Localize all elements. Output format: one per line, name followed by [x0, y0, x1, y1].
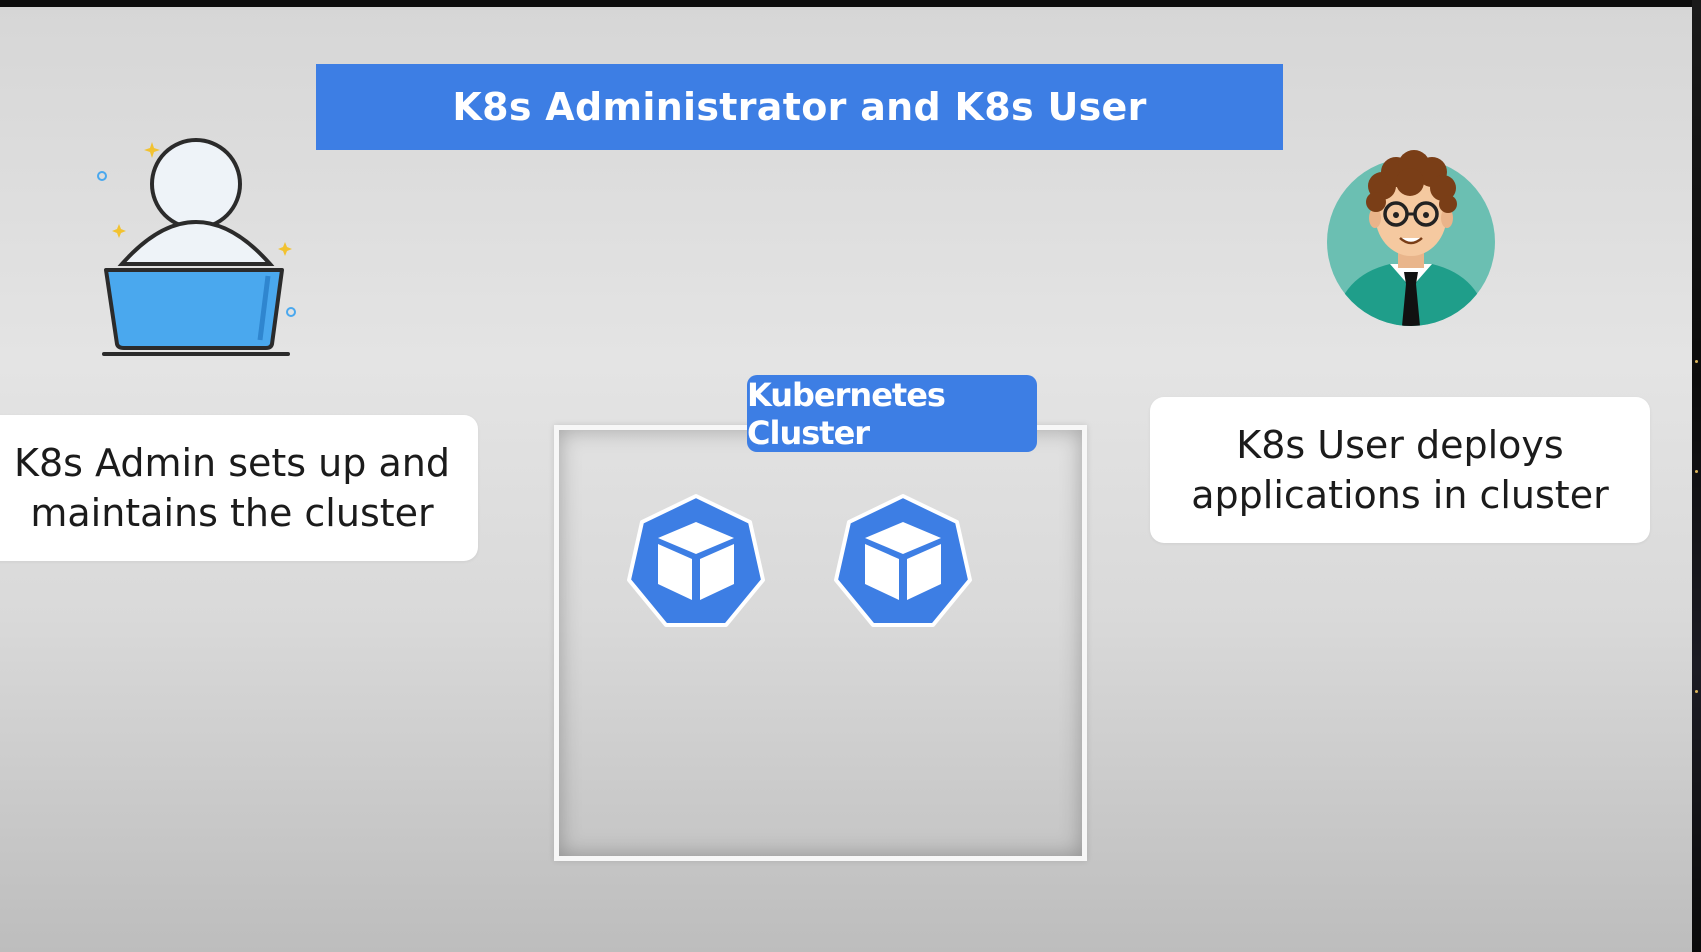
developer-avatar-icon: [1320, 138, 1502, 326]
user-description-line-2: applications in cluster: [1191, 473, 1609, 517]
video-top-bar: [0, 0, 1701, 7]
admin-description-line-1: K8s Admin sets up and: [14, 441, 450, 485]
admin-description-line-2: maintains the cluster: [30, 491, 434, 535]
kubernetes-cluster-box: [554, 425, 1087, 861]
kubernetes-cluster-label: Kubernetes Cluster: [747, 375, 1037, 452]
admin-at-laptop-icon: [92, 132, 304, 362]
kubernetes-node-icon: [626, 492, 766, 628]
kubernetes-node-icon: [833, 492, 973, 628]
user-description-line-1: K8s User deploys: [1236, 423, 1564, 467]
video-right-edge: [1692, 0, 1701, 952]
user-description-callout: K8s User deploys applications in cluster: [1150, 397, 1650, 543]
admin-description-callout: K8s Admin sets up and maintains the clus…: [0, 415, 478, 561]
slide-title: K8s Administrator and K8s User: [316, 64, 1283, 150]
